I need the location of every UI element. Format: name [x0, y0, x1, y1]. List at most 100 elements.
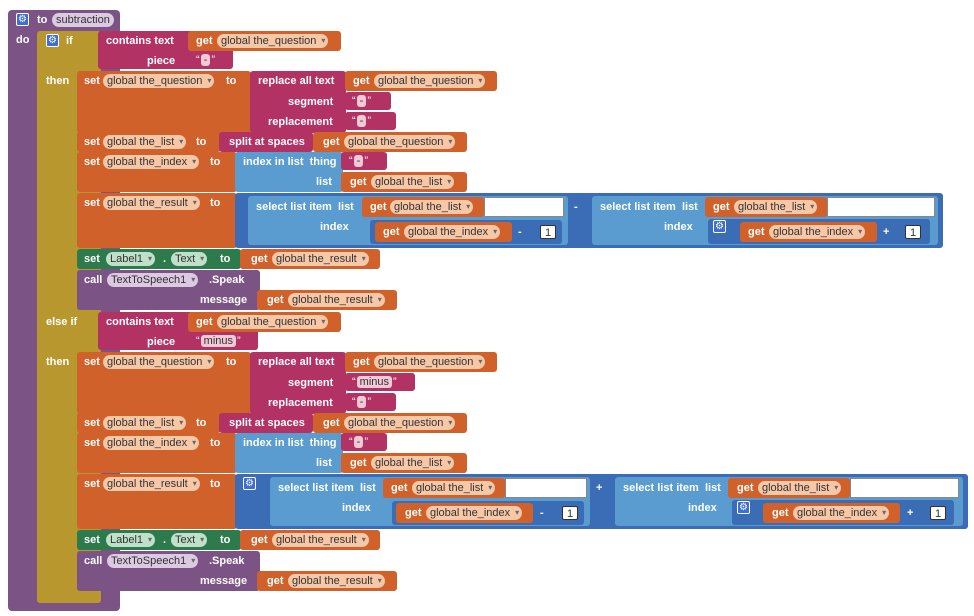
set-label: set	[84, 417, 100, 429]
get-label: get	[405, 507, 422, 519]
index-in-list-block[interactable]	[235, 433, 343, 473]
text-literal: “minus”	[352, 376, 397, 389]
variable-dropdown[interactable]: global the_list	[371, 175, 455, 189]
number-literal[interactable]: 1	[905, 225, 921, 239]
replace-all-text-block[interactable]	[250, 71, 346, 133]
get-label: get	[196, 35, 213, 47]
variable-dropdown[interactable]: global the_list	[371, 456, 455, 470]
get-label: get	[323, 417, 340, 429]
to-label: to	[220, 534, 231, 546]
get-label: get	[713, 201, 730, 213]
variable-dropdown[interactable]: global the_question	[103, 355, 215, 369]
variable-dropdown[interactable]: global the_index	[769, 225, 866, 239]
variable-dropdown[interactable]: global the_question	[344, 416, 456, 430]
mutator-gear-icon[interactable]: ⚙	[16, 13, 29, 26]
dot-label: .	[163, 253, 167, 265]
procedure-name-field[interactable]: subtraction	[52, 13, 114, 27]
to-label: to	[196, 136, 207, 148]
index-in-list-block[interactable]	[235, 152, 343, 192]
split-at-spaces-block[interactable]	[219, 132, 313, 152]
index-label: index	[664, 221, 693, 233]
math-operator-symbol: -	[540, 507, 544, 519]
variable-dropdown[interactable]: global the_index	[404, 225, 501, 239]
text-literal: “-”	[196, 54, 216, 67]
set-label: set	[84, 197, 100, 209]
variable-dropdown[interactable]: global the_question	[374, 74, 486, 88]
select-list-item-label: select list item list	[623, 482, 721, 494]
replace-all-text-block[interactable]	[250, 352, 346, 414]
variable-dropdown[interactable]: global the_result	[272, 533, 369, 547]
variable-dropdown[interactable]: global the_question	[103, 74, 215, 88]
get-label: get	[267, 294, 284, 306]
variable-dropdown[interactable]: global the_result	[103, 196, 200, 210]
variable-dropdown[interactable]: global the_result	[288, 293, 385, 307]
text-literal-block[interactable]	[341, 433, 387, 451]
list-label: list	[316, 457, 332, 469]
number-literal[interactable]: 1	[930, 506, 946, 520]
set-label-text-block[interactable]	[77, 530, 241, 550]
piece-label: piece	[147, 336, 176, 348]
variable-dropdown[interactable]: global the_index	[103, 436, 200, 450]
component-dropdown[interactable]: TextToSpeech1	[107, 273, 199, 287]
text-literal-block[interactable]	[341, 152, 387, 170]
get-label: get	[251, 253, 268, 265]
variable-dropdown[interactable]: global the_question	[217, 315, 329, 329]
replacement-label: replacement	[268, 116, 333, 128]
set-label: set	[84, 356, 100, 368]
segment-label: segment	[288, 96, 334, 108]
split-at-spaces-label: split at spaces	[229, 417, 305, 429]
message-label: message	[200, 294, 248, 306]
component-dropdown[interactable]: TextToSpeech1	[107, 554, 199, 568]
segment-label: segment	[288, 377, 334, 389]
math-mutator-gear-icon[interactable]: ⚙	[737, 501, 750, 514]
variable-dropdown[interactable]: global the_list	[758, 481, 842, 495]
component-dropdown[interactable]: Label1	[106, 252, 156, 266]
text-literal-block[interactable]	[345, 92, 391, 110]
variable-dropdown[interactable]: global the_list	[103, 416, 187, 430]
math-mutator-gear-icon[interactable]: ⚙	[713, 220, 726, 233]
component-dropdown[interactable]: Label1	[106, 533, 156, 547]
to-label: to	[210, 156, 221, 168]
get-label: get	[353, 75, 370, 87]
variable-dropdown[interactable]: global the_result	[103, 477, 200, 491]
set-label: set	[84, 253, 100, 265]
replace-all-text-label: replace all text	[258, 75, 335, 87]
get-label: get	[370, 201, 387, 213]
math-operator-symbol: +	[907, 507, 914, 519]
variable-dropdown[interactable]: global the_question	[344, 135, 456, 149]
variable-dropdown[interactable]: global the_question	[217, 34, 329, 48]
index-label: index	[342, 502, 371, 514]
get-label: get	[196, 316, 213, 328]
index-in-list-label: index in list thing	[243, 156, 337, 168]
number-literal[interactable]: 1	[540, 225, 556, 239]
variable-dropdown[interactable]: global the_question	[374, 355, 486, 369]
text-literal: “-”	[352, 396, 372, 409]
property-dropdown[interactable]: Text	[171, 533, 208, 547]
math-mutator-gear-icon[interactable]: ⚙	[243, 477, 256, 490]
set-label-text-block[interactable]	[77, 249, 241, 269]
index-in-list-label: index in list thing	[243, 437, 337, 449]
to-label: to	[210, 478, 221, 490]
number-literal[interactable]: 1	[562, 506, 578, 520]
call-label: call	[84, 274, 103, 286]
else-if-label: else if	[46, 316, 78, 328]
procedure-to-label: to	[37, 14, 48, 26]
split-at-spaces-block[interactable]	[219, 413, 313, 433]
dot-label: .	[163, 534, 167, 546]
variable-dropdown[interactable]: global the_list	[734, 200, 818, 214]
variable-dropdown[interactable]: global the_list	[412, 481, 496, 495]
variable-dropdown[interactable]: global the_index	[426, 506, 523, 520]
math-operator-symbol: -	[518, 226, 522, 238]
property-dropdown[interactable]: Text	[171, 252, 208, 266]
to-label: to	[226, 75, 237, 87]
variable-dropdown[interactable]: global the_result	[272, 252, 369, 266]
message-label: message	[200, 575, 248, 587]
variable-dropdown[interactable]: global the_list	[103, 135, 187, 149]
variable-dropdown[interactable]: global the_index	[793, 506, 890, 520]
replace-all-text-label: replace all text	[258, 356, 335, 368]
variable-dropdown[interactable]: global the_list	[390, 200, 474, 214]
variable-dropdown[interactable]: global the_result	[288, 574, 385, 588]
variable-dropdown[interactable]: global the_index	[103, 155, 200, 169]
if-mutator-gear-icon[interactable]: ⚙	[46, 34, 59, 47]
to-label: to	[220, 253, 231, 265]
